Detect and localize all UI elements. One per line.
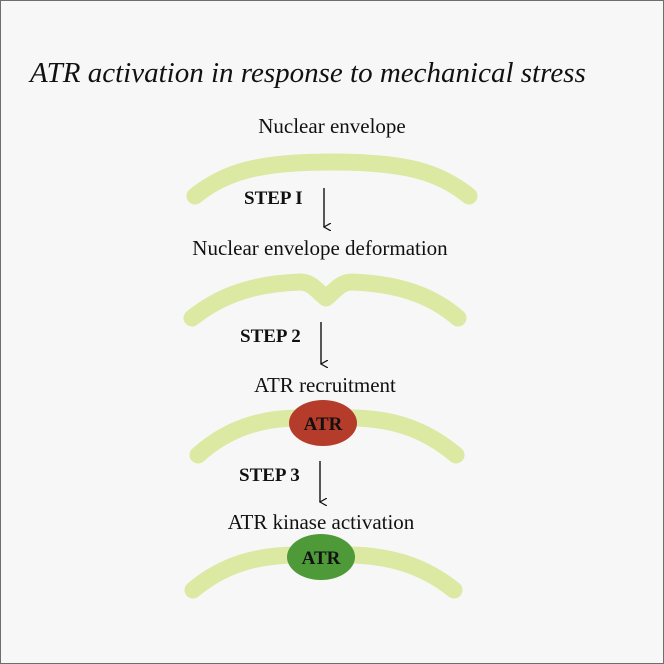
envelope-right-segment [341,409,465,464]
step-1-label: STEP I [244,188,303,209]
step-2-label: STEP 2 [240,326,301,347]
stage-label-nuclear-envelope: Nuclear envelope [258,114,406,138]
atr-active-label: ATR [302,548,341,569]
envelope-left-segment-active [184,546,307,599]
envelope-left-segment [189,409,309,464]
atr-recruited-blob [289,400,357,446]
step-3-label: STEP 3 [239,465,300,486]
figure-title: ATR activation in response to mechanical… [28,57,586,89]
envelope-right-segment-active [337,546,463,599]
nuclear-envelope [186,153,478,205]
stage-label-atr-recruitment: ATR recruitment [254,373,396,397]
atr-recruited-label: ATR [304,414,343,435]
stage-label-atr-activation: ATR kinase activation [228,510,415,534]
deformed-envelope [183,273,467,327]
stage-label-deformation: Nuclear envelope deformation [192,236,448,260]
atr-active-blob [287,534,355,580]
